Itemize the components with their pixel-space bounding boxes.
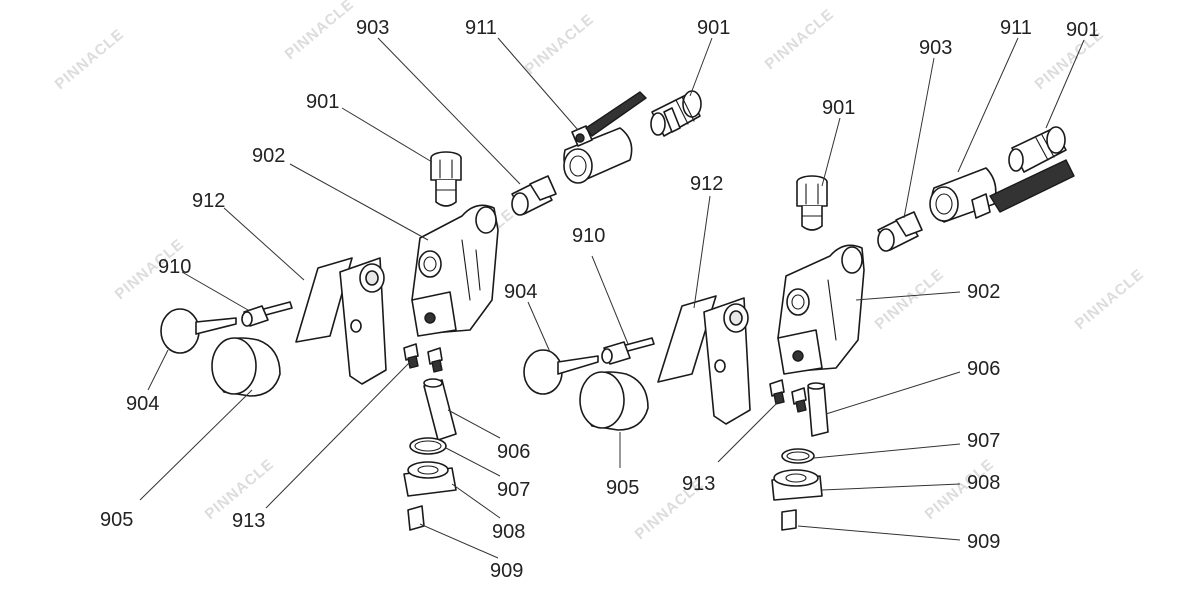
tube-906 — [423, 378, 457, 441]
callout-901: 901 — [306, 91, 339, 113]
leader-lines-left — [139, 37, 713, 559]
right-assembly: 903 911 901 901 912 910 904 902 906 907 … — [504, 17, 1099, 553]
callout-903: 903 — [919, 37, 952, 59]
callout-903: 903 — [356, 17, 389, 39]
watermark: PINNACLE — [52, 26, 128, 93]
nut-908 — [403, 461, 457, 497]
callout-911: 911 — [465, 17, 497, 39]
callout-913: 913 — [232, 510, 265, 532]
leader-lines-right — [527, 37, 1085, 541]
callout-907: 907 — [967, 430, 1000, 452]
callout-905: 905 — [606, 477, 639, 499]
watermark: PINNACLE — [872, 266, 948, 333]
valve-body-902 — [777, 244, 865, 375]
callout-908: 908 — [967, 472, 1000, 494]
callout-906: 906 — [967, 358, 1000, 380]
union-fitting-901 — [430, 151, 462, 207]
ball-valve-911 — [563, 91, 647, 184]
gauge-cap-905 — [211, 337, 281, 397]
callout-906: 906 — [497, 441, 530, 463]
stem-910 — [241, 301, 293, 327]
union-fitting-901 — [796, 175, 828, 231]
gauge-904 — [160, 308, 237, 354]
watermark: PINNACLE — [1072, 266, 1148, 333]
callout-905: 905 — [100, 509, 133, 531]
callout-910: 910 — [158, 256, 191, 278]
gauge-cap-905 — [579, 371, 649, 431]
nipple-903 — [511, 175, 557, 216]
o-ring-907 — [409, 437, 447, 455]
callout-904: 904 — [126, 393, 159, 415]
cap-909 — [407, 505, 425, 531]
cap-909 — [781, 509, 797, 531]
callout-910: 910 — [572, 225, 605, 247]
union-fitting-901 — [650, 90, 702, 137]
bracket-912 — [295, 257, 387, 385]
callout-901: 901 — [822, 97, 855, 119]
tube-906 — [807, 382, 829, 437]
callout-908: 908 — [492, 521, 525, 543]
stem-910 — [601, 337, 655, 365]
nut-908 — [771, 469, 823, 501]
ball-valve-911 — [929, 159, 1075, 223]
left-assembly: 903 911 901 901 902 912 910 904 905 913 … — [100, 17, 730, 582]
callout-901: 901 — [1066, 19, 1099, 41]
bracket-912 — [657, 295, 751, 425]
callout-911: 911 — [1000, 17, 1032, 39]
union-fitting-901 — [1008, 126, 1067, 173]
watermark-layer: PINNACLE PINNACLE PINNACLE PINNACLE PINN… — [52, 0, 1148, 543]
callout-913: 913 — [682, 473, 715, 495]
nipple-903 — [877, 211, 923, 252]
callout-901: 901 — [697, 17, 730, 39]
gauge-904 — [523, 349, 599, 395]
watermark: PINNACLE — [522, 11, 598, 78]
callout-904: 904 — [504, 281, 537, 303]
o-ring-907 — [781, 448, 815, 464]
watermark: PINNACLE — [762, 6, 838, 73]
callout-912: 912 — [192, 190, 225, 212]
callout-907: 907 — [497, 479, 530, 501]
valve-body-902 — [411, 204, 499, 337]
callout-902: 902 — [967, 281, 1000, 303]
watermark: PINNACLE — [282, 0, 358, 63]
callout-909: 909 — [490, 560, 523, 582]
callout-909: 909 — [967, 531, 1000, 553]
callout-912: 912 — [690, 173, 723, 195]
screw-913 — [769, 379, 807, 413]
screw-913 — [403, 343, 443, 373]
callout-902: 902 — [252, 145, 285, 167]
